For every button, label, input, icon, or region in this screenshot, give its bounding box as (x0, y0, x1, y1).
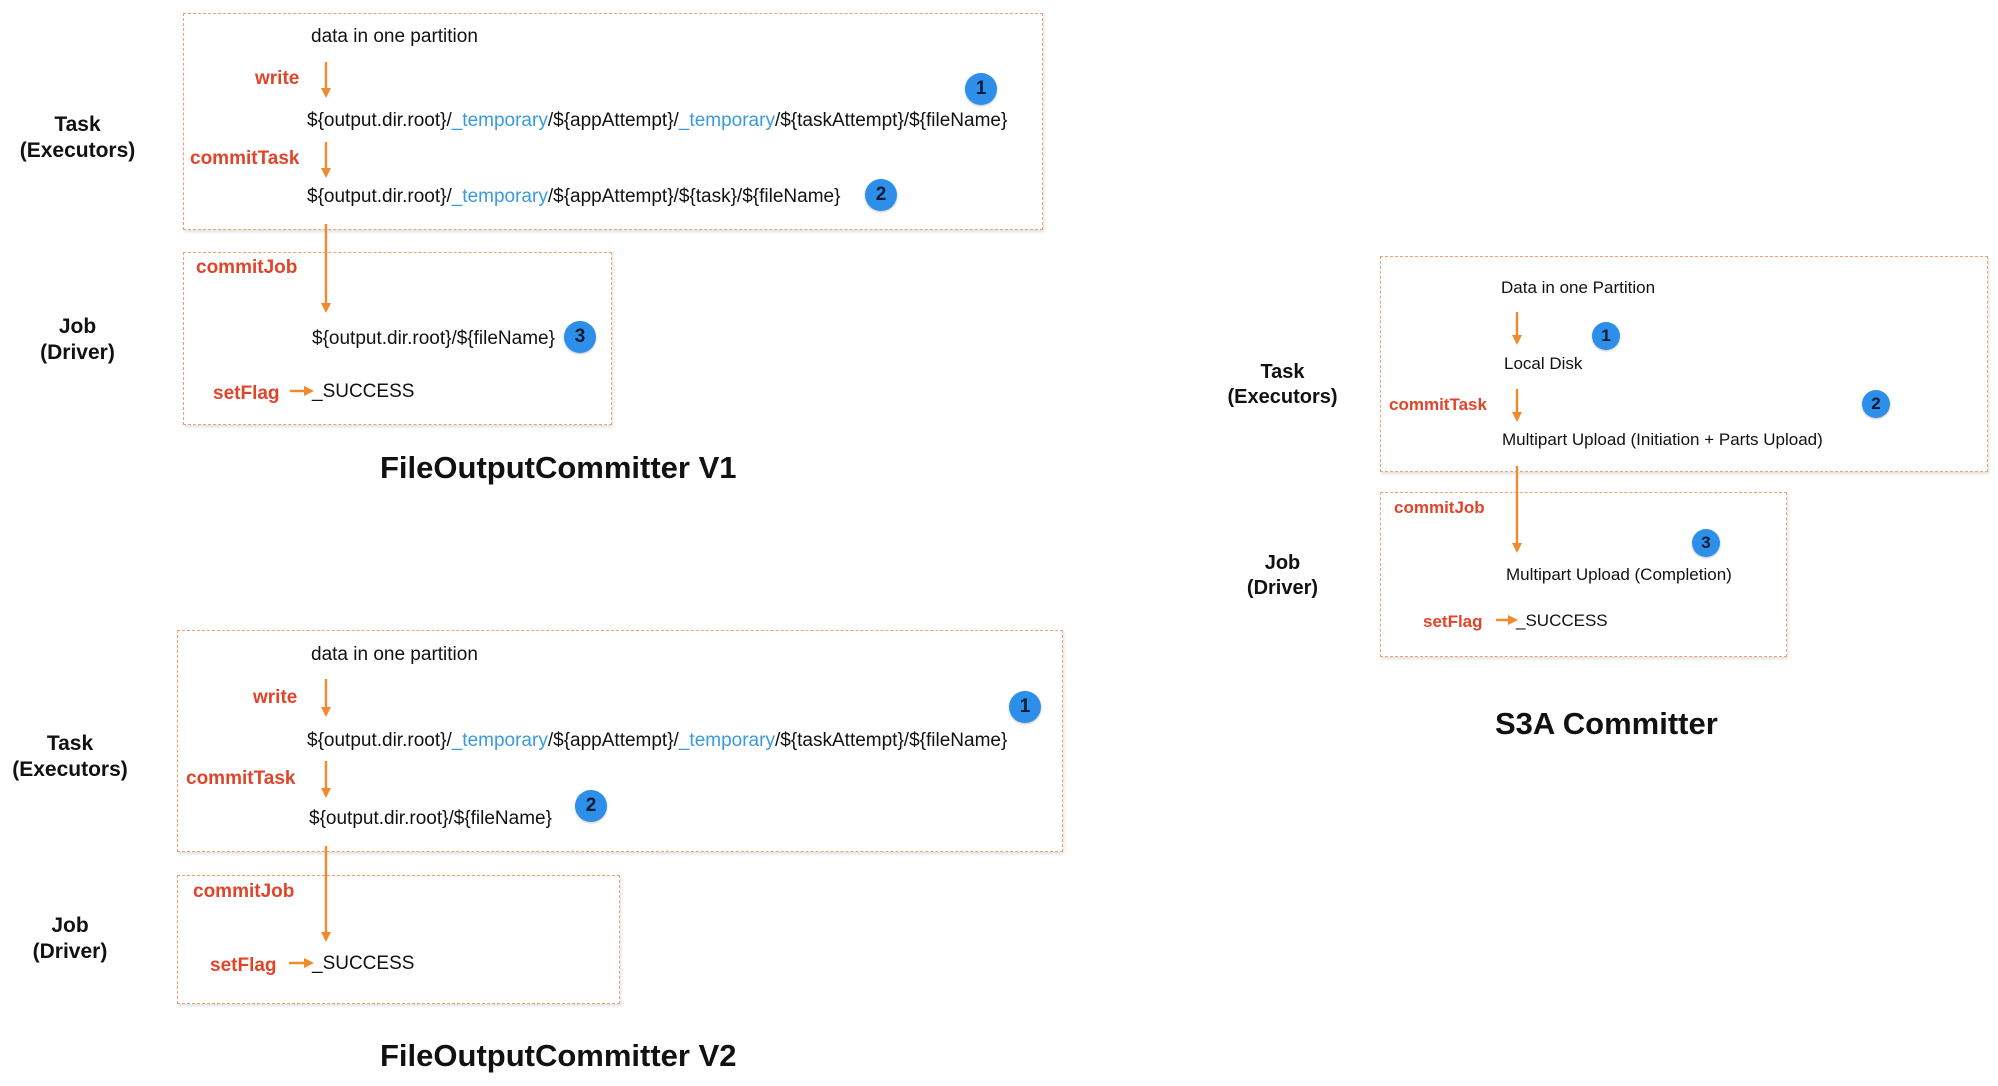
v1-set-flag-label: setFlag (213, 383, 280, 404)
v1-task-box (183, 13, 1043, 230)
v2-path-task-attempt: ${output.dir.root}/_temporary/${appAttem… (307, 730, 1008, 751)
v1-step-1-badge: 1 (965, 73, 997, 105)
v1-commit-task-label: commitTask (190, 148, 300, 169)
v2-success-label: _SUCCESS (312, 953, 415, 974)
s3a-step-3-badge: 3 (1692, 529, 1720, 557)
v1-data-label: data in one partition (311, 26, 478, 47)
v2-title: FileOutputCommitter V2 (380, 1038, 737, 1073)
v1-commit-job-label: commitJob (196, 257, 298, 278)
s3a-commit-job-label: commitJob (1394, 498, 1485, 517)
v2-path-final: ${output.dir.root}/${fileName} (309, 808, 552, 829)
s3a-local-disk-label: Local Disk (1504, 354, 1583, 373)
v1-step-2-badge: 2 (865, 179, 897, 211)
s3a-job-label: Job (Driver) (1246, 552, 1319, 599)
s3a-set-flag-label: setFlag (1423, 612, 1483, 631)
v2-job-label: Job (Driver) (32, 914, 108, 964)
s3a-step-2-badge: 2 (1862, 390, 1890, 418)
s3a-step-1-badge: 1 (1592, 322, 1620, 350)
s3a-multipart-complete-label: Multipart Upload (Completion) (1506, 565, 1732, 584)
v1-job-box (183, 252, 612, 425)
v2-commit-job-label: commitJob (193, 881, 295, 902)
s3a-commit-task-label: commitTask (1389, 395, 1487, 414)
s3a-task-box (1380, 256, 1988, 472)
v1-success-label: _SUCCESS (312, 381, 415, 402)
v1-title: FileOutputCommitter V1 (380, 450, 737, 485)
v2-set-flag-label: setFlag (210, 955, 277, 976)
v1-write-label: write (255, 68, 300, 89)
s3a-title: S3A Committer (1495, 706, 1718, 741)
v1-path-final: ${output.dir.root}/${fileName} (312, 328, 555, 349)
s3a-data-label: Data in one Partition (1501, 278, 1656, 297)
v2-write-label: write (253, 687, 298, 708)
v2-data-label: data in one partition (311, 644, 478, 665)
s3a-multipart-init-label: Multipart Upload (Initiation + Parts Upl… (1502, 430, 1823, 449)
s3a-task-label: Task (Executors) (1227, 361, 1338, 408)
v1-path-task-attempt: ${output.dir.root}/_temporary/${appAttem… (307, 110, 1008, 131)
v2-task-label: Task (Executors) (12, 732, 128, 782)
s3a-success-label: _SUCCESS (1516, 611, 1608, 630)
v1-path-task: ${output.dir.root}/_temporary/${appAttem… (307, 186, 841, 207)
v2-step-2-badge: 2 (575, 790, 607, 822)
v1-job-label: Job (Driver) (40, 315, 115, 365)
v1-step-3-badge: 3 (564, 321, 596, 353)
v2-job-box (177, 875, 620, 1004)
v2-step-1-badge: 1 (1009, 691, 1041, 723)
v2-commit-task-label: commitTask (186, 768, 296, 789)
v1-task-label: Task (Executors) (19, 113, 136, 163)
v2-task-box (177, 630, 1063, 852)
s3a-job-box (1380, 492, 1787, 657)
